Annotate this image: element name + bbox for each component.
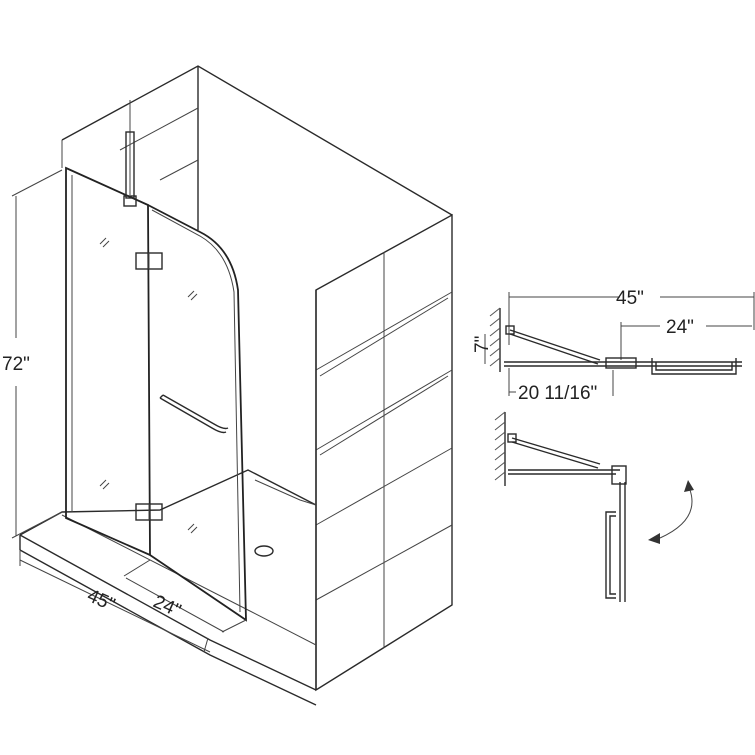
panel-dimension-left: 24": [123, 559, 247, 633]
offset-label: 20 11/16": [518, 383, 597, 404]
width-right-label: 45": [616, 288, 644, 309]
panel-left-label: 24": [150, 591, 184, 622]
panel-right-label: 24": [666, 317, 694, 338]
wall-offset-label: 7": [472, 336, 493, 353]
plan-view-open: [494, 411, 694, 602]
height-dimension: 72": [2, 169, 63, 539]
height-label: 72": [2, 354, 30, 375]
width-left-label: 45": [84, 585, 118, 616]
enclosure-3d: [19, 65, 453, 706]
plan-view-closed: 45" 24" 7" 20 11/16": [472, 288, 755, 404]
